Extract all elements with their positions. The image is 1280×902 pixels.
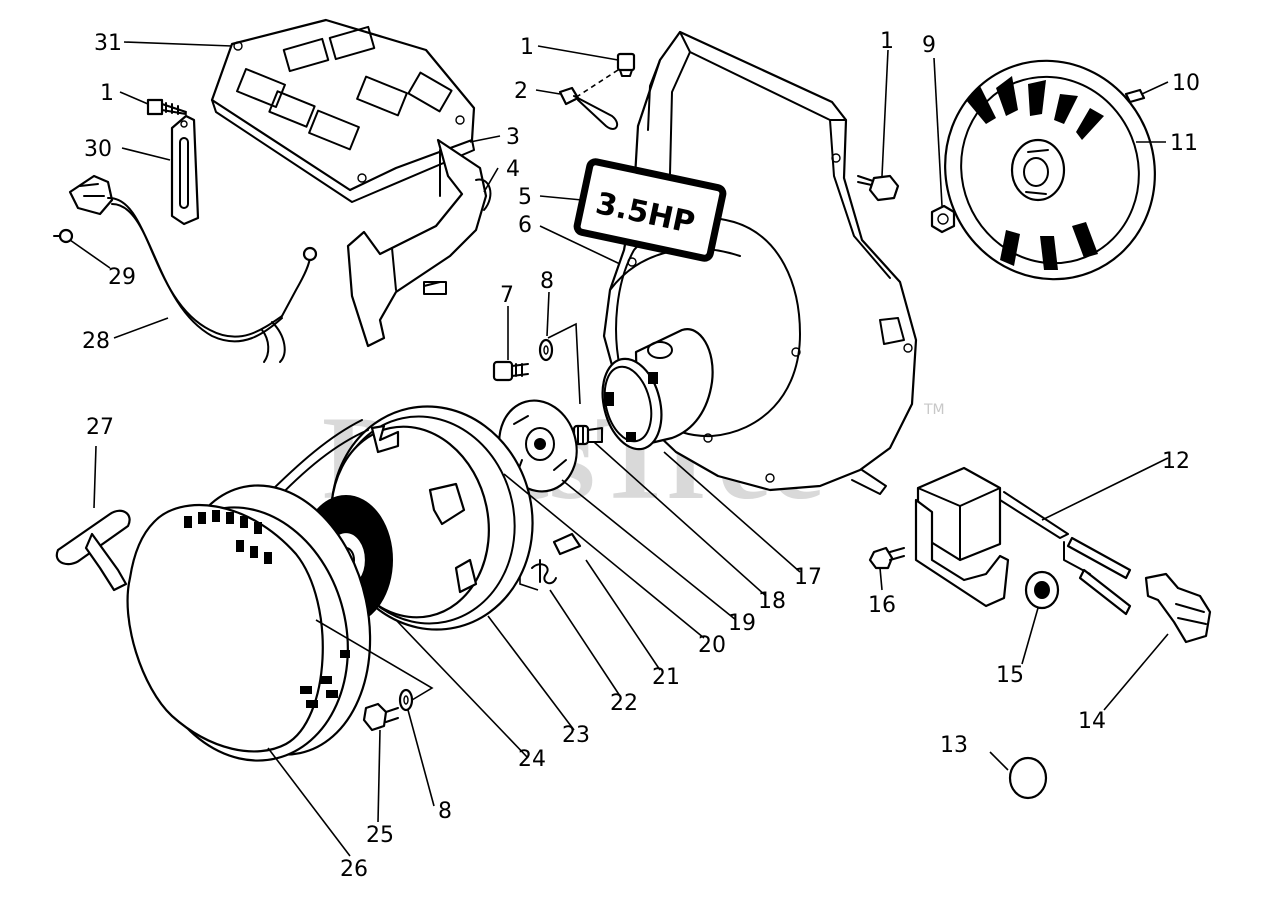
part-cap-13	[1008, 756, 1048, 800]
callout-7: 7	[500, 283, 514, 308]
part-grommet	[1024, 570, 1060, 610]
callout-17: 17	[794, 565, 822, 590]
callout-23: 23	[562, 723, 590, 748]
callout-16: 16	[868, 593, 896, 618]
callout-labels: 31 1 30 29 28 1 2 3 4 5 6 7 8 1 9 10 11 …	[82, 29, 1200, 882]
callout-2: 2	[514, 79, 528, 104]
callout-5: 5	[518, 185, 532, 210]
part-screw-top-center	[616, 52, 636, 77]
part-pawl	[552, 532, 582, 556]
callout-29: 29	[108, 265, 136, 290]
callout-22: 22	[610, 691, 638, 716]
callout-8-bottom: 8	[438, 799, 452, 824]
callout-28: 28	[82, 329, 110, 354]
assembly-line-7-8	[547, 322, 581, 405]
part-clip	[558, 86, 619, 130]
callout-21: 21	[652, 665, 680, 690]
part-ground-strap	[170, 114, 200, 226]
callout-8-top: 8	[540, 269, 554, 294]
part-blower-housing	[601, 30, 918, 495]
callout-19: 19	[728, 611, 756, 636]
part-hp-decal: 3.5HP	[573, 158, 727, 262]
part-screw-right	[857, 174, 900, 202]
callout-14: 14	[1078, 709, 1106, 734]
callout-9: 9	[922, 33, 936, 58]
part-starter-handle	[55, 509, 131, 592]
callout-24: 24	[518, 747, 546, 772]
callout-1-top-center: 1	[520, 35, 534, 60]
part-screw-upper-left	[146, 98, 187, 116]
part-washer-8-top	[538, 338, 554, 362]
part-spark-plug-cap	[1144, 572, 1212, 644]
callout-12: 12	[1162, 449, 1190, 474]
callout-15: 15	[996, 663, 1024, 688]
callout-4: 4	[506, 157, 520, 182]
part-ignition-coil	[914, 466, 1132, 616]
trademark-mark: TM	[923, 402, 945, 418]
part-stop-wire	[107, 196, 318, 363]
callout-31: 31	[94, 31, 122, 56]
callout-6: 6	[518, 213, 532, 238]
callout-11: 11	[1170, 131, 1198, 156]
leader-lines	[69, 41, 1169, 857]
part-screw-7	[492, 360, 529, 382]
callout-18: 18	[758, 589, 786, 614]
part-starter-housing	[126, 484, 372, 762]
callout-26: 26	[340, 857, 368, 882]
callout-20: 20	[698, 633, 726, 658]
callout-27: 27	[86, 415, 114, 440]
part-cylinder-baffle	[210, 18, 476, 203]
part-washer-8-bottom	[398, 688, 414, 712]
callout-30: 30	[84, 137, 112, 162]
part-screw-16	[868, 546, 905, 570]
callout-1-upper-left: 1	[100, 81, 114, 106]
part-flywheel-nut	[930, 204, 956, 234]
assembly-line-25	[315, 619, 434, 701]
part-pawl-spring	[531, 559, 557, 585]
callout-25: 25	[366, 823, 394, 848]
callout-1-right: 1	[880, 29, 894, 54]
part-flywheel	[944, 59, 1156, 281]
part-air-guide	[346, 138, 492, 348]
starter-rope	[263, 419, 363, 499]
callout-13: 13	[940, 733, 968, 758]
callout-10: 10	[1172, 71, 1200, 96]
vent-slots	[184, 510, 350, 708]
part-stop-switch	[53, 174, 114, 244]
part-screw-25	[362, 702, 399, 732]
callout-3: 3	[506, 125, 520, 150]
